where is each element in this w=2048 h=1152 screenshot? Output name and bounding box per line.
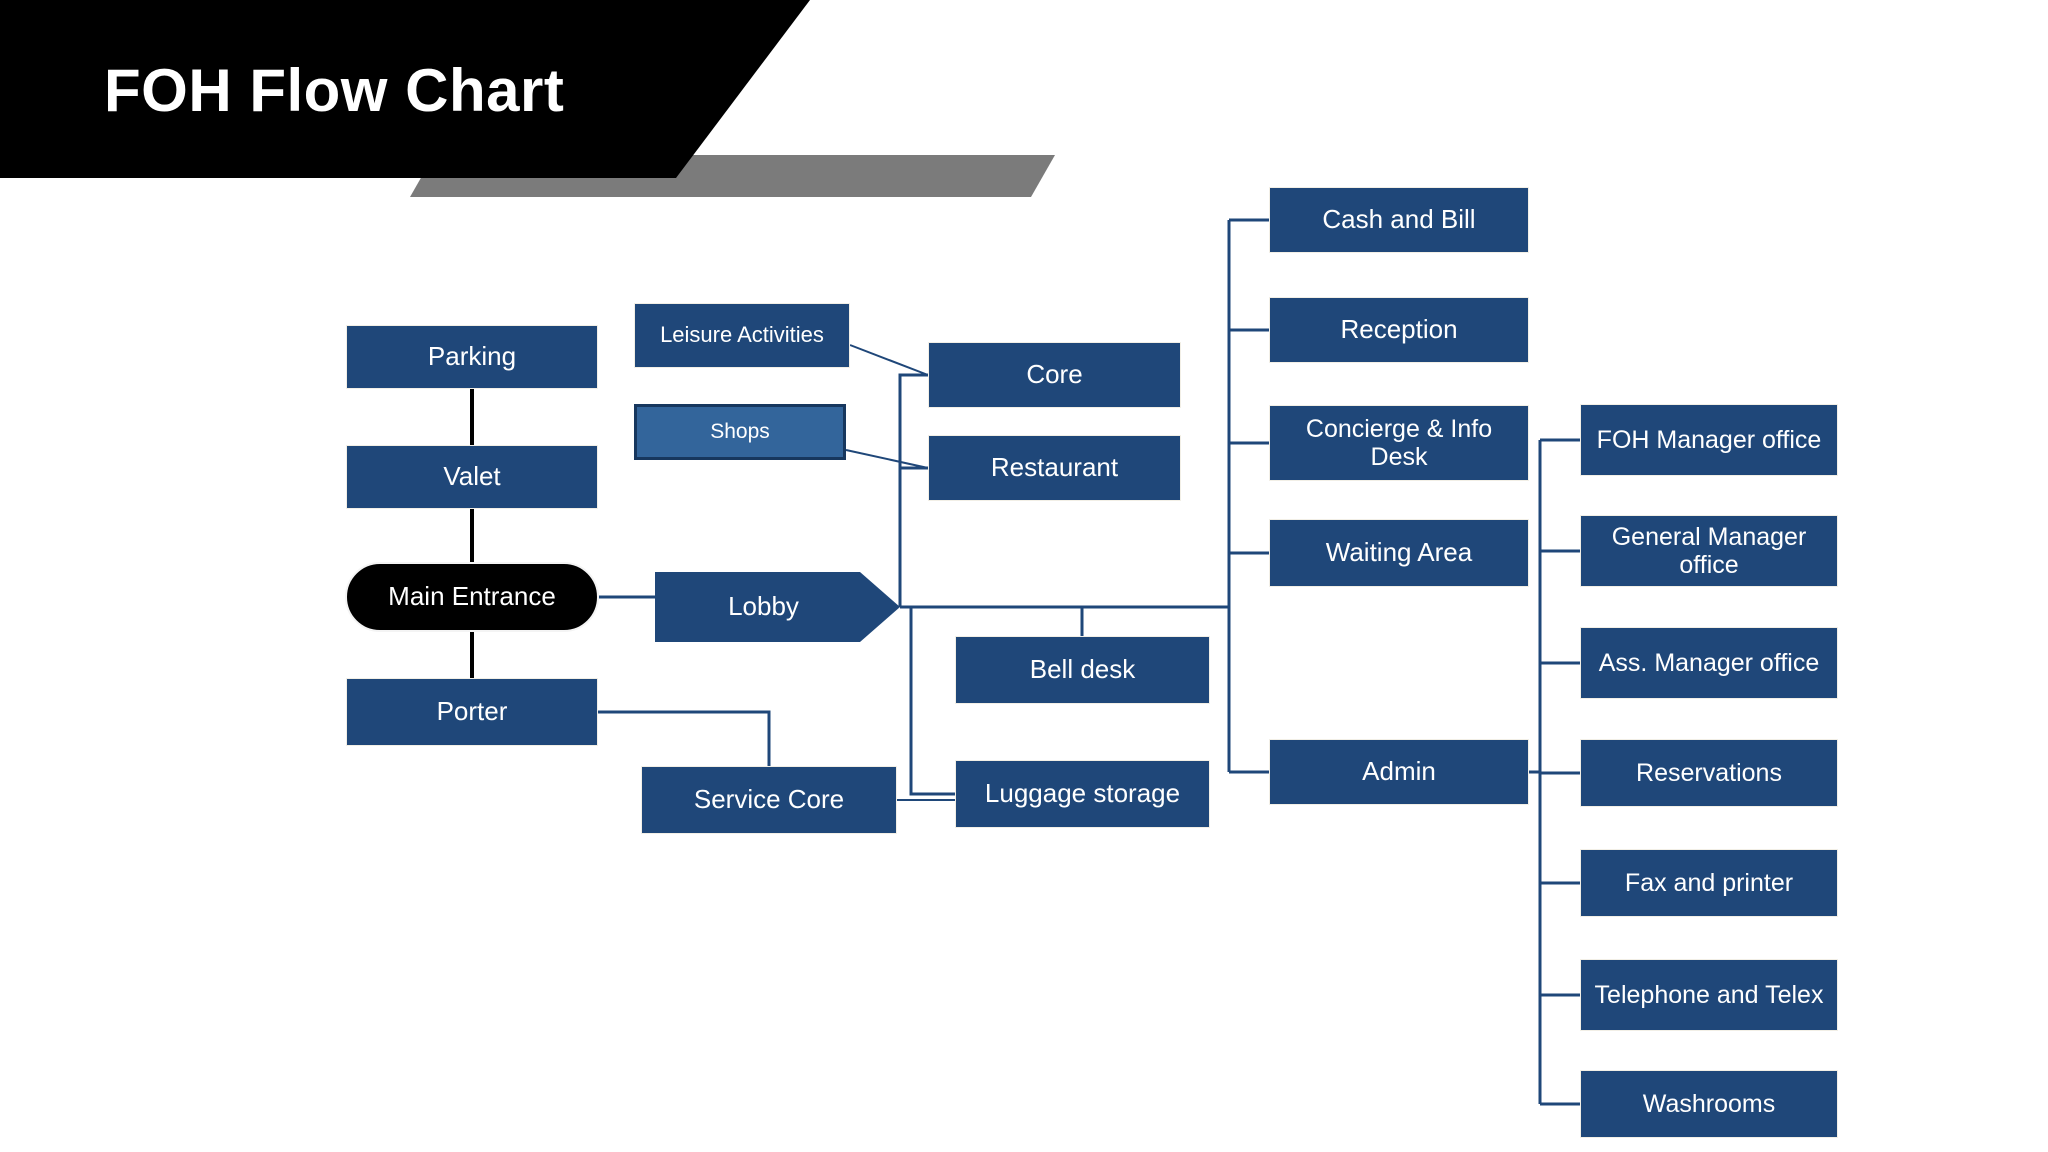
node-label-concierge: Concierge & Info Desk [1305,415,1493,471]
node-restaurant[interactable]: Restaurant [928,435,1181,501]
edge-leisure-core [849,344,929,376]
node-label-washrooms: Washrooms [1642,1090,1776,1118]
node-label-general-manager: General Manager office [1611,523,1807,579]
node-shops[interactable]: Shops [634,404,846,460]
node-bell-desk[interactable]: Bell desk [955,636,1210,704]
node-label-cash-bill: Cash and Bill [1322,204,1476,235]
node-label-admin: Admin [1362,756,1436,787]
node-cash-bill[interactable]: Cash and Bill [1269,187,1529,253]
node-waiting-area[interactable]: Waiting Area [1269,519,1529,587]
node-fax-printer[interactable]: Fax and printer [1580,849,1838,917]
node-label-shops: Shops [710,420,770,444]
node-leisure[interactable]: Leisure Activities [634,303,850,368]
page-title: FOH Flow Chart [104,57,565,124]
header-banner [0,0,810,178]
node-label-ass-manager: Ass. Manager office [1598,649,1820,677]
node-label-lobby: Lobby [728,591,799,622]
node-label-fax-printer: Fax and printer [1624,869,1794,897]
trunk-belldesk-luggage [909,607,955,796]
node-label-reception: Reception [1340,314,1458,345]
edge-porter-servicecore [598,710,771,766]
chevron-shape-lobby [655,572,900,642]
node-valet[interactable]: Valet [346,445,598,509]
node-label-foh-manager: FOH Manager office [1596,426,1822,454]
edge-shops-restaurant [845,449,929,469]
node-reservations[interactable]: Reservations [1580,739,1838,807]
node-label-main-entrance: Main Entrance [388,581,556,612]
node-label-restaurant: Restaurant [990,452,1119,483]
node-general-manager[interactable]: General Manager office [1580,515,1838,587]
node-telephone-telex[interactable]: Telephone and Telex [1580,959,1838,1031]
node-label-valet: Valet [443,461,501,492]
node-core[interactable]: Core [928,342,1181,408]
node-service-core[interactable]: Service Core [641,766,897,834]
node-parking[interactable]: Parking [346,325,598,389]
node-label-service-core: Service Core [693,784,845,815]
node-foh-manager[interactable]: FOH Manager office [1580,404,1838,476]
node-admin[interactable]: Admin [1269,739,1529,805]
node-label-core: Core [1026,359,1083,390]
node-label-reservations: Reservations [1636,759,1782,787]
node-luggage[interactable]: Luggage storage [955,760,1210,828]
node-label-porter: Porter [436,696,508,727]
node-porter[interactable]: Porter [346,678,598,746]
node-label-leisure: Leisure Activities [660,322,824,348]
node-label-parking: Parking [427,341,517,372]
edge-lobby-trunk-up [898,373,928,607]
node-label-bell-desk: Bell desk [1029,654,1136,685]
node-label-luggage: Luggage storage [984,778,1181,809]
node-ass-manager[interactable]: Ass. Manager office [1580,627,1838,699]
node-main-entrance[interactable]: Main Entrance [345,562,599,632]
node-reception[interactable]: Reception [1269,297,1529,363]
node-lobby[interactable]: Lobby [655,572,900,642]
node-label-telephone-telex: Telephone and Telex [1594,981,1824,1009]
node-label-waiting-area: Waiting Area [1325,537,1473,568]
node-washrooms[interactable]: Washrooms [1580,1070,1838,1138]
node-concierge[interactable]: Concierge & Info Desk [1269,405,1529,481]
